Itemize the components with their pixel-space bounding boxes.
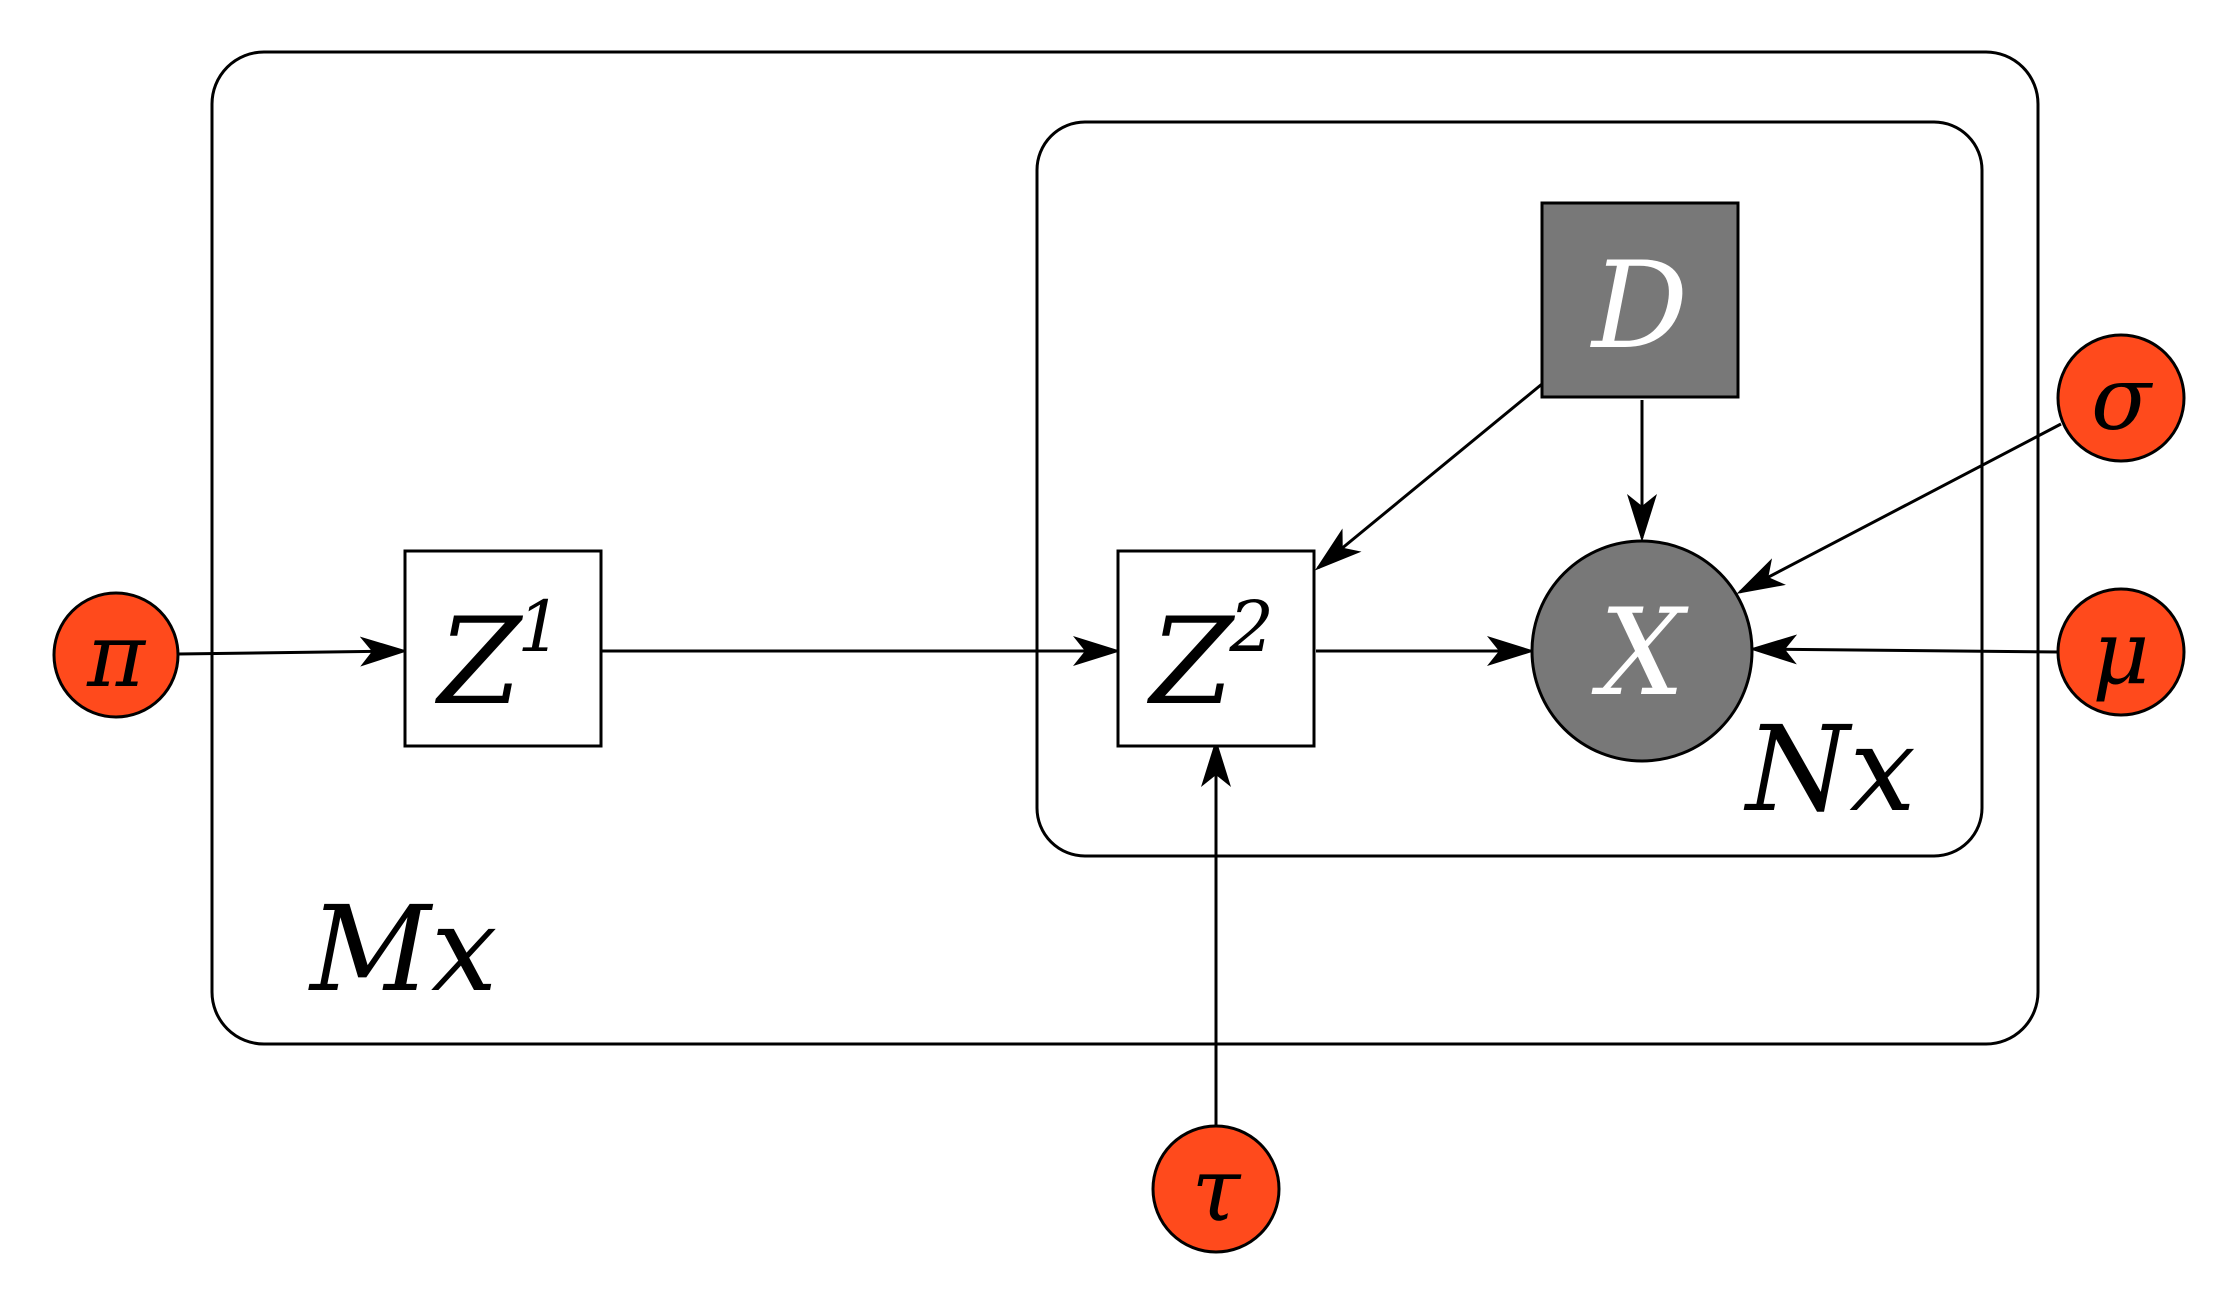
tau-parameter-label: τ	[1192, 1138, 1242, 1241]
edge-pi-to-z1	[177, 636, 408, 667]
edge-mu-to-x	[1749, 634, 2060, 665]
z1-node-label: Z1	[434, 586, 562, 732]
inner-plate	[1035, 120, 1984, 858]
outer-plate-label: Mx	[308, 880, 497, 1018]
d-node-label: D	[1590, 237, 1688, 376]
tau-parameter-node: τ	[1151, 1124, 1281, 1254]
edge-sigma-to-x	[1736, 422, 2062, 594]
z2-node-label: Z2	[1146, 586, 1274, 732]
d-node: D	[1540, 201, 1740, 399]
z1-node: Z1	[403, 549, 603, 748]
x-node: X	[1530, 539, 1754, 763]
sigma-parameter-label: σ	[2091, 347, 2154, 450]
z2-node: Z2	[1116, 549, 1316, 748]
pi-parameter-node: π	[52, 591, 180, 719]
mu-parameter-node: μ	[2056, 587, 2186, 717]
inner-plate-label: Nx	[1743, 700, 1916, 838]
edge-d-to-z2	[1314, 382, 1543, 571]
outer-plate	[210, 50, 2040, 1046]
x-node-label: X	[1591, 584, 1689, 723]
mu-parameter-label: μ	[2092, 601, 2149, 704]
sigma-parameter-node: σ	[2056, 333, 2186, 463]
pi-parameter-label: π	[86, 604, 147, 707]
